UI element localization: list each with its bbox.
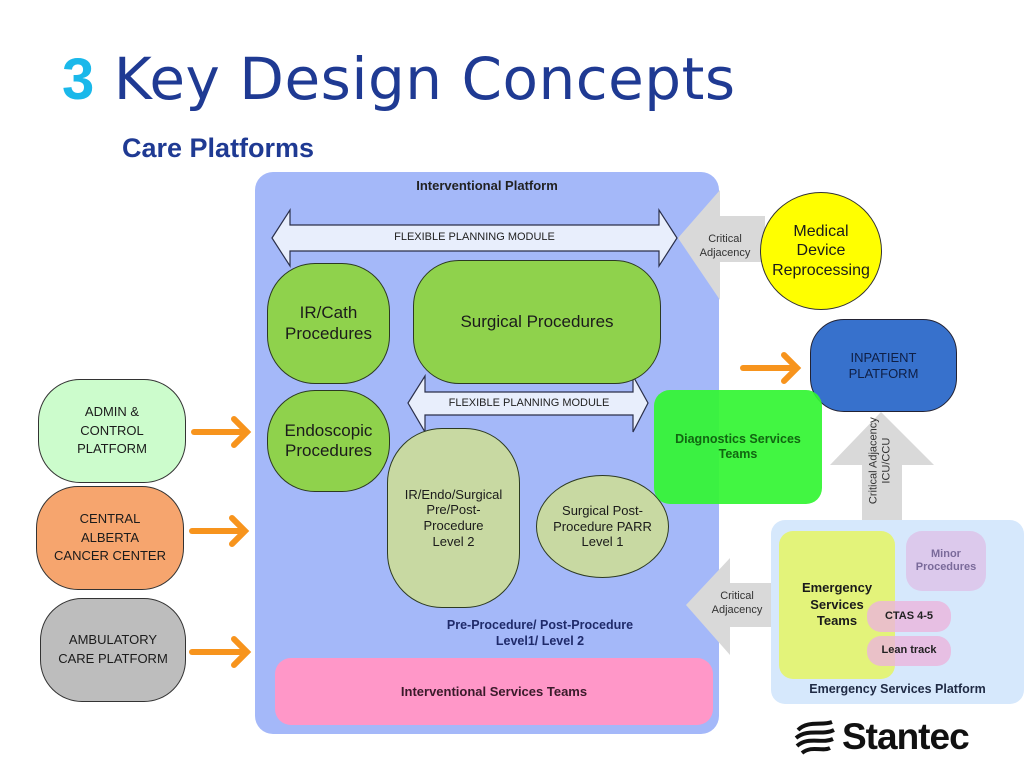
admin-line3: PLATFORM <box>77 441 147 457</box>
medical-device-line2: Device <box>796 242 846 260</box>
central-alberta-cancer-center-node: CENTRAL ALBERTA CANCER CENTER <box>36 486 184 590</box>
orange-arrow-cancer <box>189 515 250 547</box>
surgical-post-procedure-node: Surgical Post- Procedure PARR Level 1 <box>536 475 669 578</box>
surgical-post-line3: Level 1 <box>581 534 624 550</box>
ctas-label: CTAS 4-5 <box>884 609 934 622</box>
medical-device-line1: Medical <box>793 223 849 241</box>
interventional-services-teams-node: Interventional Services Teams <box>275 658 713 725</box>
surgical-post-line2: Procedure PARR <box>553 518 652 534</box>
ir-endo-line2: Pre/Post- <box>426 502 481 518</box>
orange-arrow-ambulatory <box>189 636 252 668</box>
ambulatory-line2: CARE PLATFORM <box>58 651 168 666</box>
stantec-logo-icon <box>790 712 840 762</box>
surgical-procedures-node: Surgical Procedures <box>413 260 661 384</box>
cancer-line1: CENTRAL <box>79 510 141 526</box>
critical-adjacency-vertical-line2: ICU/CCU <box>880 437 892 484</box>
ir-cath-procedures-node: IR/Cath Procedures <box>267 263 390 384</box>
critical-adjacency-bottom-line1: Critical <box>720 590 754 602</box>
minor-procedures-node: Minor Procedures <box>906 531 986 591</box>
critical-adjacency-bottom-line2: Adjacency <box>711 603 763 616</box>
flexible-planning-module-top-arrow <box>271 207 678 269</box>
ir-endo-surgical-node: IR/Endo/Surgical Pre/Post- Procedure Lev… <box>387 428 520 608</box>
critical-adjacency-top-line2: Adjacency <box>699 246 751 259</box>
critical-adjacency-vertical-arrow <box>830 412 934 522</box>
title-number: 3 <box>62 47 95 112</box>
minor-line2: Procedures <box>915 561 977 573</box>
admin-line2: CONTROL <box>80 422 144 438</box>
ir-endo-line3: Procedure <box>423 518 484 533</box>
endoscopic-line2: Procedures <box>285 441 372 460</box>
cancer-line2: ALBERTA <box>80 529 140 545</box>
ir-endo-line1: IR/Endo/Surgical <box>404 486 503 502</box>
diagnostics-services-teams-node: Diagnostics Services Teams <box>654 390 822 504</box>
critical-adjacency-top-line1: Critical <box>708 233 742 245</box>
interventional-platform-title: Interventional Platform <box>416 178 558 193</box>
inpatient-platform-node: INPATIENT PLATFORM <box>810 319 957 412</box>
minor-line1: Minor <box>931 547 961 560</box>
ambulatory-line1: AMBULATORY <box>68 632 158 648</box>
lean-track-node: Lean track <box>867 636 951 666</box>
admin-control-platform-node: ADMIN & CONTROL PLATFORM <box>38 379 186 483</box>
admin-line1: ADMIN & <box>84 403 140 419</box>
ambulatory-care-platform-node: AMBULATORY CARE PLATFORM <box>40 598 186 702</box>
critical-adjacency-top-arrow <box>678 190 765 300</box>
critical-adjacency-vertical-line1: Critical Adjacency <box>867 417 880 505</box>
critical-adjacency-bottom-label: Critical Adjacency <box>700 590 774 618</box>
orange-arrow-inpatient <box>740 352 802 384</box>
diagnostics-line2: Teams <box>718 447 758 461</box>
page-title: 3 Key Design Concepts <box>62 50 736 109</box>
medical-device-line3: Reprocessing <box>772 261 870 279</box>
ir-endo-line4: Level 2 <box>432 533 475 549</box>
diagnostics-line1: Diagnostics Services <box>675 432 801 446</box>
medical-device-reprocessing-node: Medical Device Reprocessing <box>760 192 882 310</box>
interventional-services-teams-label: Interventional Services Teams <box>400 683 588 699</box>
flexible-planning-module-middle-label: FLEXIBLE PLANNING MODULE <box>448 397 610 409</box>
orange-arrow-admin <box>191 416 252 448</box>
flexible-planning-module-top-label: FLEXIBLE PLANNING MODULE <box>394 231 555 243</box>
critical-adjacency-bottom-arrow <box>686 558 782 655</box>
pre-post-line2: Level1/ Level 2 <box>495 634 585 649</box>
ir-cath-line1: IR/Cath <box>299 303 358 323</box>
ctas-node: CTAS 4-5 <box>867 601 951 632</box>
endoscopic-line1: Endoscopic <box>284 420 373 440</box>
critical-adjacency-vertical-label: Critical Adjacency ICU/CCU <box>867 406 892 516</box>
stantec-logo-text: Stantec <box>842 716 970 757</box>
emergency-teams-line2: Services <box>810 596 864 612</box>
page-subtitle: Care Platforms <box>122 133 315 163</box>
flexible-planning-module-middle-arrow <box>407 373 649 435</box>
critical-adjacency-top-label: Critical Adjacency <box>688 233 762 261</box>
surgical-post-line1: Surgical Post- <box>562 503 643 519</box>
endoscopic-procedures-node: Endoscopic Procedures <box>267 390 390 492</box>
emergency-teams-line1: Emergency <box>801 579 873 595</box>
emergency-services-platform-title: Emergency Services Platform <box>809 682 986 696</box>
pre-post-line1: Pre-Procedure/ Post-Procedure <box>446 618 634 632</box>
inpatient-line2: PLATFORM <box>848 365 919 381</box>
ir-cath-line2: Procedures <box>285 323 372 343</box>
inpatient-line1: INPATIENT <box>850 349 917 365</box>
title-text: Key Design Concepts <box>113 45 736 113</box>
pre-post-procedure-label: Pre-Procedure/ Post-Procedure Level1/ Le… <box>410 617 670 650</box>
emergency-teams-line3: Teams <box>816 613 858 629</box>
surgical-procedures-label: Surgical Procedures <box>460 311 614 331</box>
lean-track-label: Lean track <box>881 644 937 657</box>
cancer-line3: CANCER CENTER <box>54 548 166 564</box>
